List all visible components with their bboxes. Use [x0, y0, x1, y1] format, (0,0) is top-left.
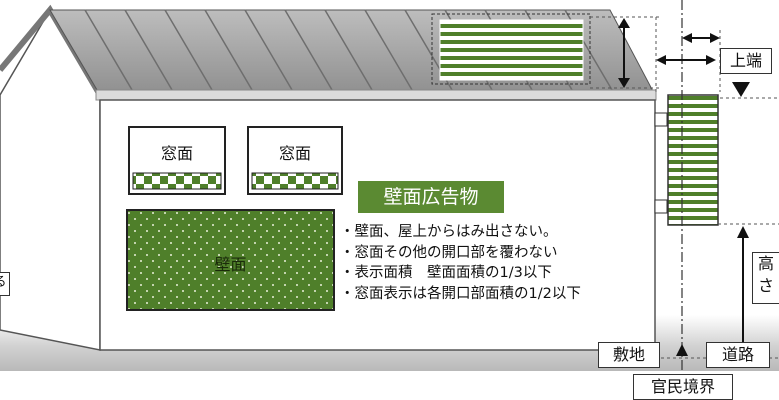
- wall-advertisement: [126, 209, 335, 311]
- roof-sign-height-arrow: [618, 18, 630, 88]
- wall-label: 壁面: [214, 255, 247, 274]
- projecting-sign: [667, 94, 719, 226]
- rule-item: ・表示面積 壁面面積の1/3以下: [340, 265, 552, 281]
- boundary-marker: [676, 344, 688, 356]
- ad-title: 壁面広告物: [358, 181, 504, 213]
- top-edge-marker: [732, 82, 750, 97]
- top-edge-label: 上端: [720, 48, 772, 74]
- boundary-label: 官民境界: [633, 374, 733, 400]
- window-left-label: 窓面: [160, 144, 193, 163]
- rule-item: ・壁面、屋上からはみ出さない。: [340, 224, 558, 240]
- rule-item: ・窓面その他の開口部を覆わない: [340, 244, 558, 261]
- rules-list: ・壁面、屋上からはみ出さない。 ・窓面その他の開口部を覆わない ・表示面積 壁面…: [340, 222, 581, 304]
- window-right-label: 窓面: [278, 144, 311, 163]
- roof-ridges: [84, 9, 616, 96]
- sign-bracket-top: [654, 112, 668, 127]
- left-cut-label: る: [0, 272, 10, 296]
- height-label: 高さ: [752, 252, 779, 304]
- protrusion-arrow-short: [682, 33, 720, 43]
- road-label: 道路: [706, 342, 770, 368]
- roof-sign-outline: [431, 13, 591, 85]
- site-label: 敷地: [598, 342, 660, 368]
- protrusion-arrow-long: [656, 55, 716, 65]
- rule-item: ・窓面表示は各開口部面積の1/2以下: [340, 285, 581, 302]
- roof-eave: [95, 89, 657, 101]
- window-right-decal: [251, 172, 339, 190]
- window-left-decal: [132, 172, 222, 190]
- sign-bracket-bottom: [654, 199, 668, 214]
- roof-sign: [439, 19, 584, 81]
